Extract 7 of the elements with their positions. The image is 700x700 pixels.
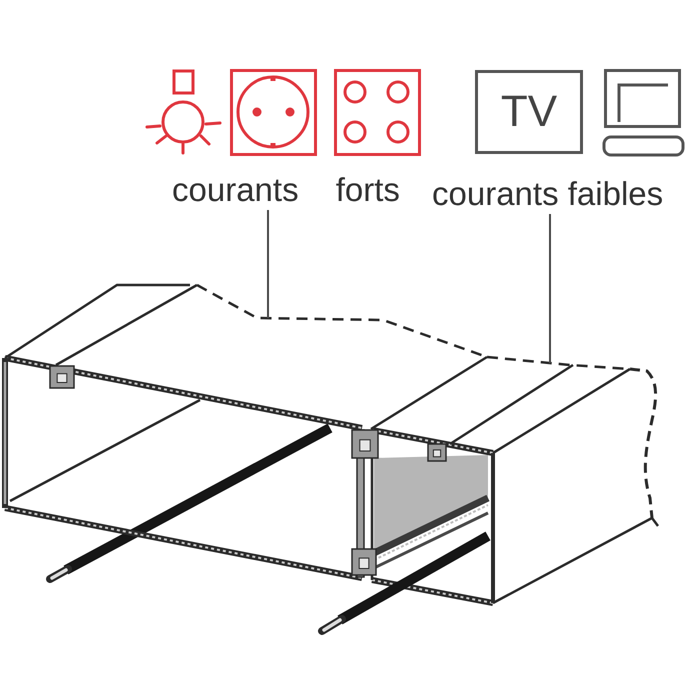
duct-cover xyxy=(370,356,631,454)
symbol-text: TV xyxy=(500,90,558,134)
leader-line xyxy=(549,214,551,364)
caption-text: courants faibles xyxy=(432,174,664,214)
caption-text: courants forts xyxy=(172,170,400,210)
leader-line xyxy=(267,210,269,318)
tv-symbol xyxy=(475,70,583,154)
